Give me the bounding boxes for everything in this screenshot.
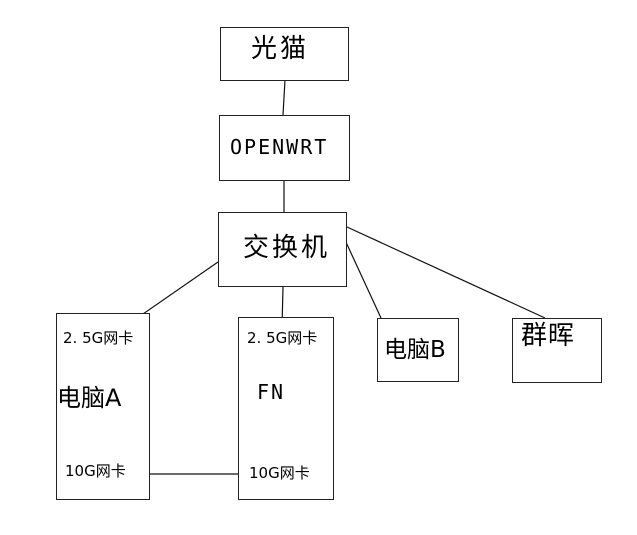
pc-a-nic-10g: 10G网卡 [65,462,126,480]
router-label: OPENWRT [230,135,329,159]
fn-label: FN [257,380,286,404]
switch-box: 交换机 [218,212,347,287]
modem-box: 光猫 [220,27,349,81]
modem-label: 光猫 [251,34,310,64]
fn-nic-2-5g: 2. 5G网卡 [247,329,318,347]
pc-a-nic-2-5g: 2. 5G网卡 [63,329,134,347]
fn-box: 2. 5G网卡 FN 10G网卡 [238,317,334,500]
fn-nic-10g: 10G网卡 [249,464,310,482]
router-box: OPENWRT [219,115,350,181]
switch-label: 交换机 [243,233,331,263]
pc-b-box: 电脑B [377,318,459,382]
link-modem-router [282,79,286,116]
nas-box: 群晖 [512,318,602,383]
link-switch-pc-b [344,239,382,319]
nas-label: 群晖 [521,321,576,351]
pc-a-box: 2. 5G网卡 电脑A 10G网卡 [56,313,150,500]
pc-a-label: 电脑A [57,384,122,412]
link-switch-nas [346,226,546,319]
pc-b-label: 电脑B [384,337,446,363]
